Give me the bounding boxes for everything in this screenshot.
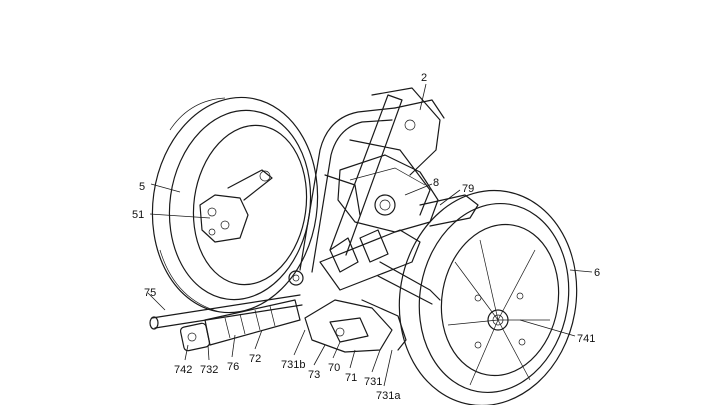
- right-wheel-spokes: [447, 239, 550, 386]
- axle-housing: [319, 229, 441, 305]
- label-79: 79: [462, 183, 474, 195]
- label-731b: 731b: [281, 359, 305, 371]
- label-72: 72: [249, 353, 261, 365]
- reference-labels: 2 5 51 8 79 6 75 741 742 732 76 72 731b …: [132, 72, 600, 402]
- engine-block: [337, 154, 479, 233]
- left-wheel: [151, 96, 319, 314]
- label-75: 75: [144, 287, 156, 299]
- label-73: 73: [308, 369, 320, 381]
- label-71: 71: [345, 372, 357, 384]
- label-732: 732: [200, 364, 218, 376]
- drive-shaft: [149, 294, 303, 330]
- label-731: 731: [364, 376, 382, 388]
- leader-lines: [147, 83, 593, 387]
- frame: [288, 87, 445, 286]
- damper-assembly: [179, 299, 301, 352]
- label-741: 741: [577, 333, 595, 345]
- label-2: 2: [421, 72, 427, 84]
- label-731a: 731a: [376, 390, 401, 402]
- label-8: 8: [433, 177, 439, 189]
- label-5: 5: [139, 181, 145, 193]
- label-51: 51: [132, 209, 144, 221]
- label-742: 742: [174, 364, 192, 376]
- label-70: 70: [328, 362, 340, 374]
- swing-arm: [304, 299, 407, 353]
- label-6: 6: [594, 267, 600, 279]
- label-76: 76: [227, 361, 239, 373]
- left-brake-caliper: [199, 169, 273, 243]
- right-wheel: [398, 189, 578, 405]
